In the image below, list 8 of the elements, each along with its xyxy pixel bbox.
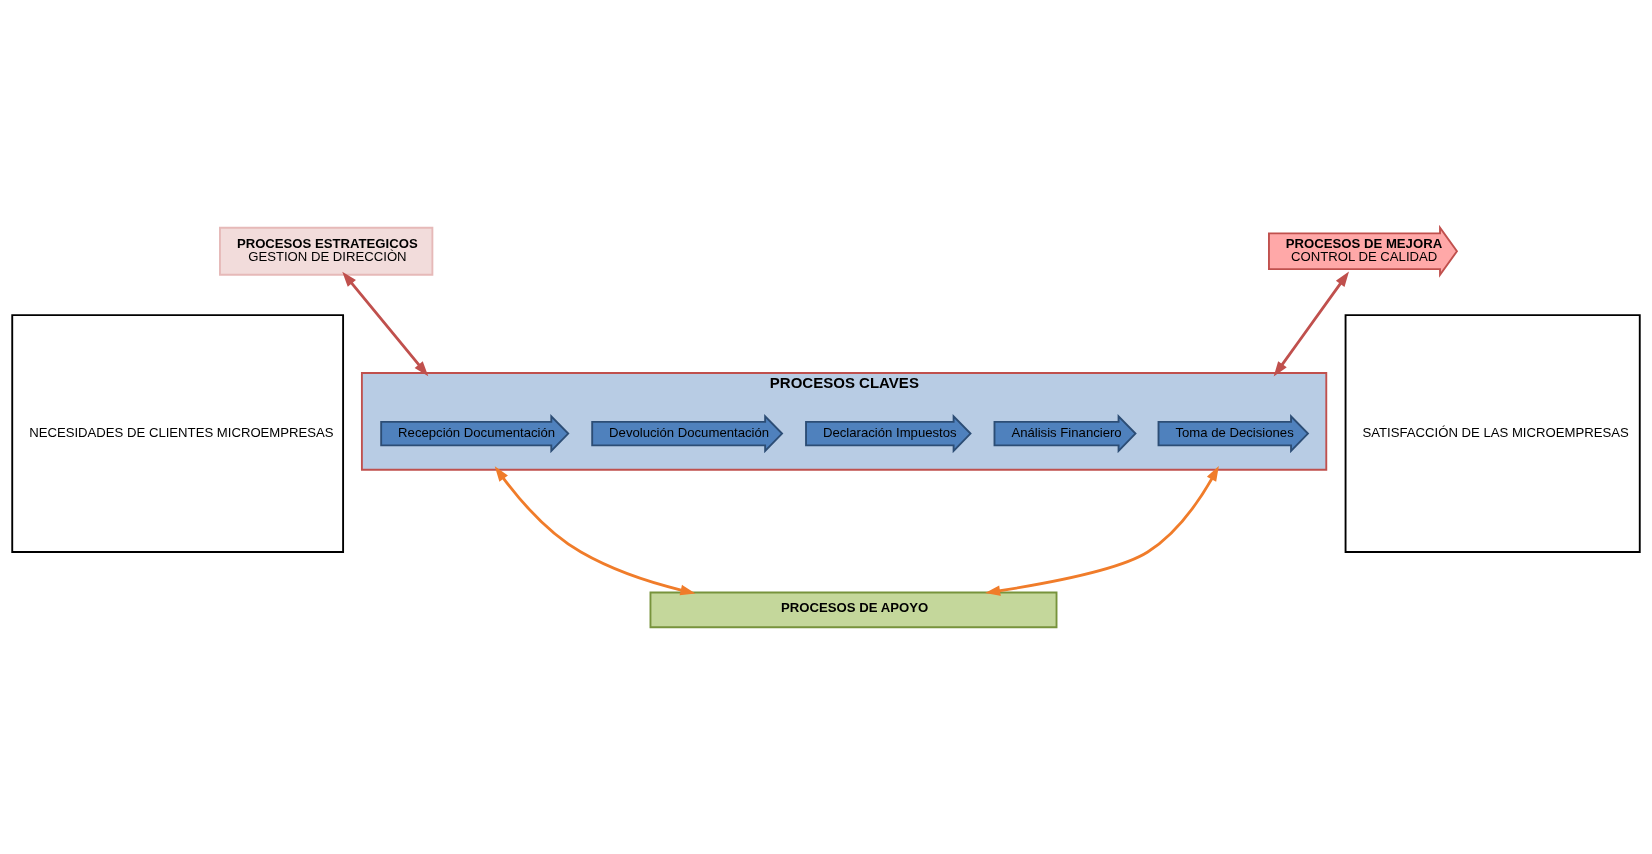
arrow xyxy=(342,271,429,376)
arrow xyxy=(1273,271,1349,376)
node-box: NECESIDADES DE CLIENTES MICROEMPRESAS xyxy=(11,313,345,553)
node-box: SATISFACCIÓN DE LAS MICROEMPRESAS xyxy=(1344,313,1641,553)
node-box: PROCESOS ESTRATEGICOS GESTION DE DIRECCIÒN xyxy=(219,226,434,276)
arrow xyxy=(985,465,1219,596)
arrow xyxy=(494,465,696,595)
node-box: PROCESOS DE APOYO xyxy=(649,591,1058,628)
